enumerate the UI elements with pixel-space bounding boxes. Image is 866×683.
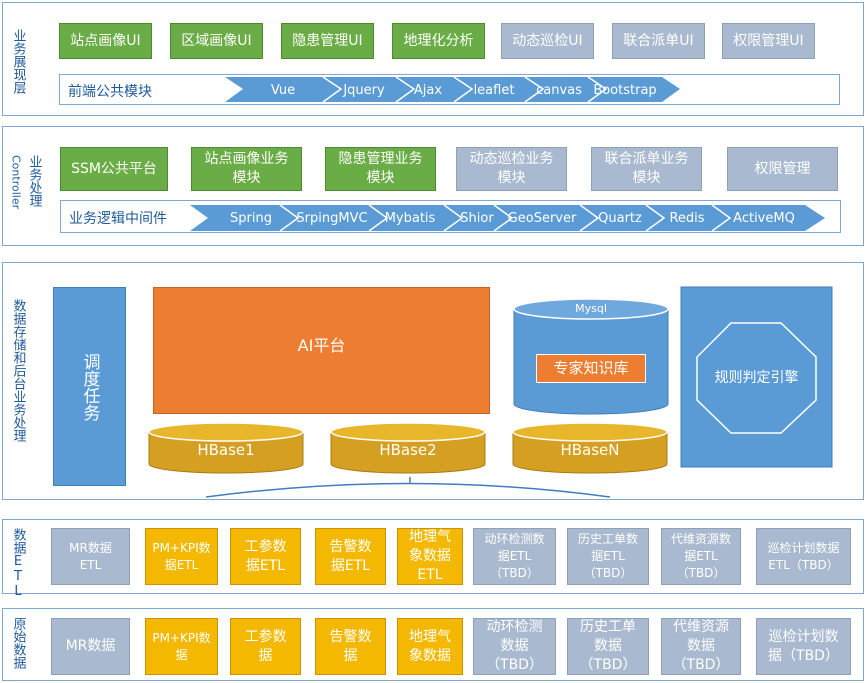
module-geo-analysis: 地理化分析	[392, 23, 485, 59]
chevron-shior	[444, 205, 512, 231]
business-layer-title: 业务处理	[26, 155, 42, 207]
chevron-jquery	[323, 77, 414, 102]
presentation-layer: 业务展现层 站点画像UI 区域画像UI 隐患管理UI 地理化分析 动态巡检UI …	[2, 2, 864, 116]
module-site-profile-biz: 站点画像业务模块	[191, 147, 302, 191]
raw-mr: MR数据	[51, 618, 130, 675]
tech-geoserver: GeoServer	[507, 211, 577, 226]
chevron-ajax	[396, 77, 472, 102]
tech-ajax: Ajax	[413, 83, 443, 98]
module-hazard-mgmt-biz: 隐患管理业务模块	[325, 147, 436, 191]
business-layer-subtitle: Controller	[9, 155, 23, 210]
module-area-profile-ui: 区域画像UI	[170, 23, 263, 59]
module-hazard-mgmt-ui: 隐患管理UI	[281, 23, 374, 59]
rule-engine-label: 规则判定引擎	[714, 369, 799, 386]
raw-geo-weather: 地理气象数据	[397, 618, 463, 675]
raw-data-layer-title: 原始数据	[10, 617, 26, 669]
module-dynamic-inspection-biz: 动态巡检业务模块	[456, 147, 567, 191]
raw-engineering-params: 工参数据	[230, 618, 301, 675]
etl-engineering-params: 工参数据ETL	[230, 528, 301, 585]
tech-bootstrap: Bootstrap	[593, 83, 657, 98]
module-dynamic-inspection-ui: 动态巡检UI	[501, 23, 594, 59]
hbasen-label: HBaseN	[560, 440, 620, 459]
raw-maintenance-resources: 代维资源数据（TBD）	[661, 618, 741, 675]
tech-activemq: ActiveMQ	[733, 211, 795, 226]
raw-history-orders: 历史工单数据（TBD）	[567, 618, 649, 675]
hbasen-cylinder	[512, 422, 668, 474]
module-joint-dispatch-ui: 联合派单UI	[612, 23, 705, 59]
chevron-geoserver	[494, 205, 598, 231]
tech-mybatis: Mybatis	[384, 211, 436, 226]
raw-power-env: 动环检测数据（TBD）	[473, 618, 556, 675]
mysql-label: Mysql	[575, 301, 607, 315]
module-ssm-platform: SSM公共平台	[60, 147, 168, 191]
tech-redis: Redis	[669, 211, 705, 226]
frontend-common-label: 前端公共模块	[68, 84, 152, 100]
etl-history-orders: 历史工单数据ETL（TBD）	[567, 528, 649, 585]
ai-platform: AI平台	[153, 287, 490, 414]
presentation-layer-title: 业务展现层	[10, 29, 26, 94]
chevron-mybatis	[369, 205, 462, 231]
etl-geo-weather: 地理气象数据ETL	[397, 528, 463, 585]
module-permission-ui: 权限管理UI	[722, 23, 815, 59]
chevron-vue	[225, 77, 341, 102]
tech-shior: Shior	[460, 211, 494, 226]
chevron-redis	[646, 205, 730, 231]
etl-alarm: 告警数据ETL	[315, 528, 386, 585]
module-permission-mgmt: 权限管理	[727, 147, 838, 191]
etl-inspection-plan: 巡检计划数据ETL（TBD）	[756, 528, 851, 585]
raw-alarm: 告警数据	[315, 618, 386, 675]
chevron-spring	[190, 205, 298, 231]
chevron-quartz	[580, 205, 664, 231]
hbase1-cylinder	[148, 422, 304, 474]
etl-maintenance-resources: 代维资源数据ETL（TBD）	[661, 528, 741, 585]
tech-vue: Vue	[270, 83, 296, 98]
tech-srpingmvc: SrpingMVC	[296, 211, 368, 226]
raw-inspection-plan: 巡检计划数据（TBD）	[756, 618, 851, 675]
storage-layer-title: 数据存储和后台业务处理	[10, 299, 26, 442]
etl-layer-title: 数据ETL	[10, 528, 26, 599]
chevron-leaflet	[454, 77, 543, 102]
storage-connector	[205, 482, 611, 498]
etl-pm-kpi: PM+KPI数据ETL	[145, 528, 218, 585]
scheduler-task: 调度任务	[53, 287, 126, 486]
tech-canvas: canvas	[536, 83, 582, 98]
tech-leaflet: leaflet	[473, 83, 515, 98]
hbase2-label: HBase2	[379, 440, 437, 459]
etl-mr: MR数据ETL	[51, 528, 130, 585]
hbase2-cylinder	[330, 422, 486, 474]
chevron-activemq	[712, 205, 825, 231]
middleware-label: 业务逻辑中间件	[69, 211, 167, 227]
chevron-srpingmvc	[280, 205, 387, 231]
module-joint-dispatch-biz: 联合派单业务模块	[591, 147, 702, 191]
raw-pm-kpi: PM+KPI数据	[145, 618, 218, 675]
chevron-canvas	[525, 77, 606, 102]
hbase1-label: HBase1	[197, 440, 255, 459]
rule-engine-box	[680, 286, 833, 468]
tech-jquery: Jquery	[343, 83, 385, 98]
expert-knowledge-base: 专家知识库	[536, 354, 646, 383]
etl-power-env: 动环检测数据ETL（TBD）	[473, 528, 556, 585]
chevron-bootstrap	[588, 77, 680, 102]
tech-spring: Spring	[230, 211, 272, 226]
tech-quartz: Quartz	[598, 211, 642, 226]
rule-engine-octagon	[696, 322, 817, 434]
module-site-profile-ui: 站点画像UI	[59, 23, 152, 59]
